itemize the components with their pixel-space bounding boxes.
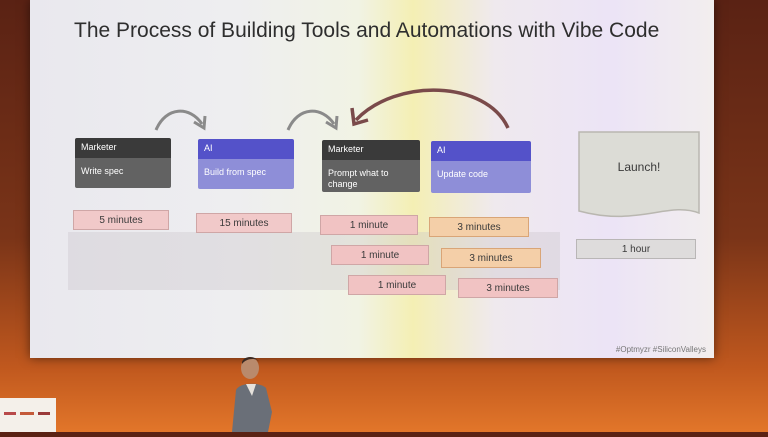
time-prompt-row-1: 1 minute	[320, 215, 418, 235]
slide-hashtags: #Optmyzr #SiliconValleys	[615, 345, 706, 354]
card-action: Prompt what to change	[322, 160, 420, 192]
time-update-row-2: 3 minutes	[441, 248, 541, 268]
time-update-row-1: 3 minutes	[429, 217, 529, 237]
card-role: AI	[431, 141, 531, 161]
loop-back-arrow-icon	[350, 88, 510, 129]
curved-arrow-icon	[154, 109, 207, 131]
time-prompt-row-3: 1 minute	[348, 275, 446, 295]
card-role: Marketer	[75, 138, 171, 158]
time-prompt-row-2: 1 minute	[331, 245, 429, 265]
slide-title: The Process of Building Tools and Automa…	[74, 19, 660, 42]
card-role: Marketer	[322, 140, 420, 160]
curved-arrow-icon	[286, 109, 339, 131]
card-action: Build from spec	[198, 159, 294, 189]
time-write-spec: 5 minutes	[73, 210, 169, 230]
step-card-build: AI Build from spec	[198, 139, 294, 189]
time-build: 15 minutes	[196, 213, 292, 233]
stage-logo-board	[0, 398, 56, 432]
presentation-slide: The Process of Building Tools and Automa…	[30, 0, 714, 358]
launch-label: Launch!	[617, 160, 661, 174]
time-launch: 1 hour	[576, 239, 696, 259]
launch-document-shape	[578, 131, 700, 218]
presenter-figure	[232, 356, 272, 432]
step-card-prompt: Marketer Prompt what to change	[322, 140, 420, 192]
step-card-update: AI Update code	[431, 141, 531, 193]
time-update-row-3: 3 minutes	[458, 278, 558, 298]
sponsor-logo-icon	[4, 412, 50, 415]
card-action: Update code	[431, 161, 531, 193]
step-card-write-spec: Marketer Write spec	[75, 138, 171, 188]
card-action: Write spec	[75, 158, 171, 188]
card-role: AI	[198, 139, 294, 159]
